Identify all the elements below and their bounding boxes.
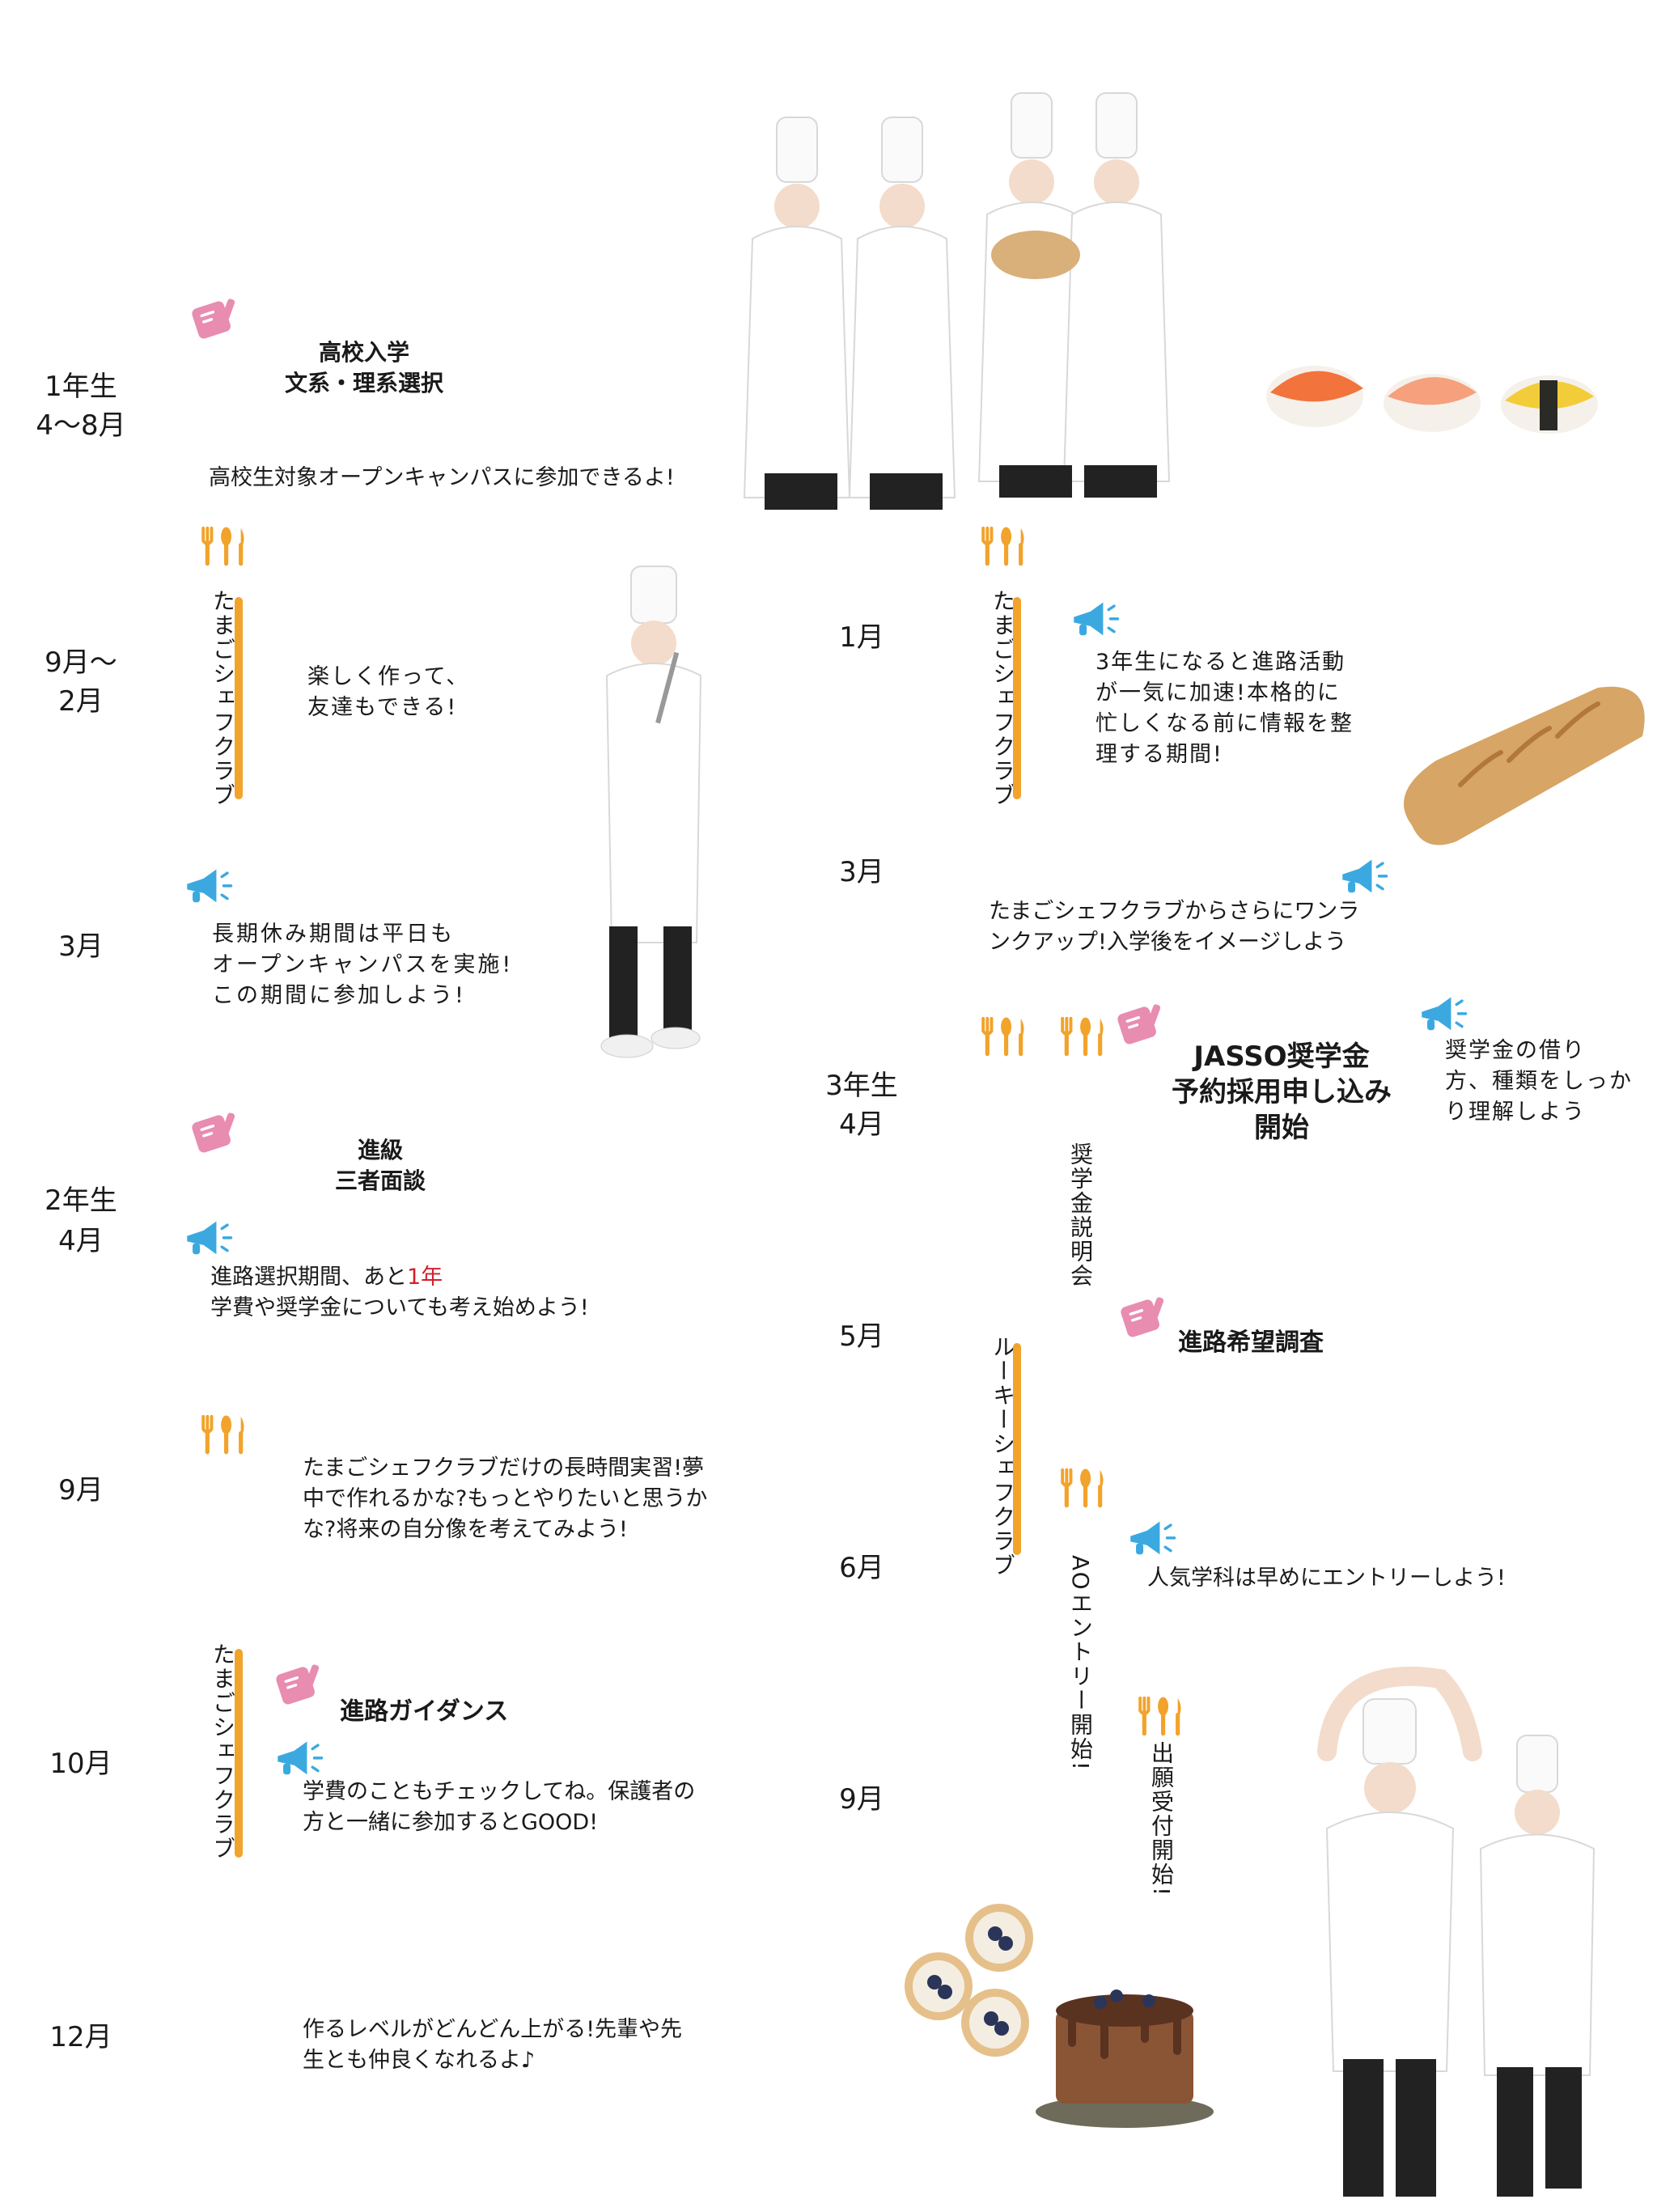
r-mar-body: たまごシェフクラブからさらにワンラ ンクアップ!入学後をイメージしよう	[989, 899, 1360, 955]
survey-head: 進路希望調査	[1178, 1328, 1324, 1357]
mar-body: 長期休み期間は平日も オープンキャンパスを実施! この期間に参加しよう!	[212, 922, 514, 1008]
r-sep-label: 9月	[839, 1783, 884, 1816]
megaphone-icon	[276, 1740, 324, 1776]
y2-body-line2: 学費や奨学金についても考え始めよう!	[210, 1295, 589, 1320]
club-2-label: たまごシェフクラブ	[210, 1642, 236, 1861]
rookie-club-label: ルーキーシェフクラブ	[990, 1335, 1016, 1578]
jun-body: 人気学科は早めにエントリーしよう!	[1147, 1566, 1506, 1591]
megaphone-icon	[1072, 600, 1120, 637]
cutlery-icon	[1061, 1016, 1105, 1058]
jasso-body: 奨学金の借り 方、種類をしっか り理解しよう	[1445, 1038, 1633, 1125]
cutlery-icon	[981, 526, 1026, 568]
club-2-bar	[235, 1649, 243, 1858]
jan-label: 1月	[839, 621, 884, 654]
oct-head: 進路ガイダンス	[340, 1697, 509, 1726]
y2-head-2: 三者面談	[334, 1167, 426, 1194]
sep2-label: 9月	[58, 1474, 104, 1506]
sep-months: 9月〜	[44, 646, 117, 679]
chef-pair-photo	[1317, 1666, 1596, 2197]
megaphone-icon	[1341, 858, 1388, 894]
chef-knife-photo	[600, 566, 702, 1058]
sep-months-2: 2月	[58, 685, 104, 718]
chef-group-photo	[743, 92, 1171, 510]
y1-body: 高校生対象オープンキャンパスに参加できるよ!	[209, 465, 675, 490]
book-icon	[191, 298, 236, 340]
sep2-body: たまごシェフクラブだけの長時間実習!夢 中で作れるかな?もっとやりたいと思うか …	[303, 1456, 708, 1542]
club-3-label: たまごシェフクラブ	[990, 589, 1016, 807]
club-1-label: たまごシェフクラブ	[210, 589, 236, 807]
megaphone-icon	[1129, 1519, 1176, 1556]
cutlery-icon	[1138, 1696, 1183, 1738]
y2-month: 4月	[58, 1225, 104, 1257]
oct-body: 学費のこともチェックしてね。保護者の 方と一緒に参加するとGOOD!	[303, 1779, 696, 1835]
mar-label: 3月	[58, 930, 104, 963]
club-1-body: 楽しく作って、 友達もできる!	[307, 664, 470, 720]
blueberry-tarts-photo	[905, 1904, 1033, 2057]
y3-month: 4月	[839, 1108, 884, 1141]
y2-label: 2年生	[44, 1184, 117, 1217]
scholar-session: 奨学金説明会	[1067, 1142, 1094, 1288]
club-3-bar	[1013, 597, 1021, 799]
y1-months: 4〜8月	[36, 409, 126, 442]
y2-head-1: 進級	[357, 1137, 403, 1163]
y1-label: 1年生	[44, 371, 117, 403]
ao-entry: AOエントリー開始!	[1067, 1555, 1094, 1772]
y3-label: 3年生	[825, 1070, 898, 1102]
baguette-photo	[1404, 686, 1645, 845]
oct-label: 10月	[49, 1748, 112, 1780]
jan-body: 3年生になると進路活動 が一気に加速!本格的に 忙しくなる前に情報を整 理する期…	[1095, 650, 1354, 767]
cutlery-icon	[981, 1016, 1026, 1058]
book-icon	[191, 1112, 236, 1154]
y1-head-2: 文系・理系選択	[284, 370, 443, 396]
club-1-bar	[235, 597, 243, 799]
chocolate-cake-photo	[1036, 1990, 1214, 2128]
cutlery-icon	[1061, 1468, 1105, 1510]
book-icon	[1120, 1296, 1165, 1338]
y2-body-red: 1年	[407, 1265, 443, 1290]
megaphone-icon	[185, 867, 233, 904]
r-mar-label: 3月	[839, 856, 884, 888]
y1-head-1: 高校入学	[318, 339, 409, 366]
dec-label: 12月	[49, 2021, 112, 2053]
y2-body-1: 進路選択期間、あと	[210, 1265, 407, 1290]
cutlery-icon	[201, 526, 246, 568]
rookie-club-bar	[1013, 1343, 1021, 1555]
dec-body: 作るレベルがどんどん上がる!先輩や先 生とも仲良くなれるよ♪	[303, 2017, 683, 2073]
book-icon	[275, 1663, 320, 1706]
sushi-photo	[1266, 366, 1598, 434]
megaphone-icon	[185, 1219, 233, 1256]
application: 出願受付開始!	[1148, 1741, 1175, 1898]
may-label: 5月	[839, 1320, 884, 1353]
megaphone-icon	[1420, 995, 1468, 1032]
y2-body-line1: 進路選択期間、あと1年	[210, 1262, 777, 1293]
jun-label: 6月	[839, 1552, 884, 1584]
cutlery-icon	[201, 1414, 246, 1456]
jasso-head: JASSO奨学金 予約採用申し込み 開始	[1172, 1040, 1392, 1144]
